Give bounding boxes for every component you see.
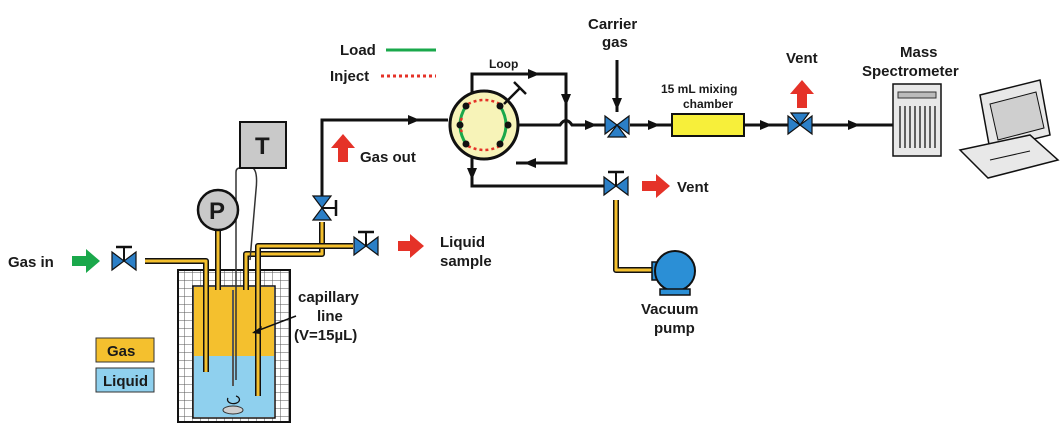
- liquid-sample-arrow: [398, 234, 424, 258]
- gas-out-valve[interactable]: [311, 194, 338, 222]
- stir-bar: [222, 405, 244, 415]
- vent-top-label: Vent: [786, 50, 818, 67]
- liquid-sample-label-1: Liquid: [440, 234, 485, 251]
- vacuum-pump-label-2: pump: [654, 320, 695, 337]
- temperature-sensor: T: [239, 121, 287, 169]
- mixing-chamber-label-1: 15 mL mixing: [661, 82, 737, 96]
- load-label: Load: [340, 42, 376, 59]
- vacuum-valve[interactable]: [602, 170, 630, 197]
- vent-mid-arrow: [642, 174, 670, 198]
- vent-mid-label: Vent: [677, 179, 709, 196]
- carrier-gas-label-2: gas: [602, 34, 628, 51]
- stir-rotation-icon: [226, 395, 241, 405]
- vacuum-pump-label-1: Vacuum: [641, 301, 699, 318]
- capillary-label-3: (V=15µL): [294, 327, 357, 344]
- temperature-label: T: [255, 133, 270, 160]
- mixing-chamber-label-2: chamber: [683, 97, 733, 111]
- gas-out-arrow: [331, 134, 355, 162]
- gas-in-label: Gas in: [8, 254, 54, 271]
- gas-in-valve[interactable]: [110, 245, 138, 272]
- gas-pipes: [145, 200, 652, 396]
- liquid-sample-valve[interactable]: [352, 230, 380, 257]
- liquid-sample-label-2: sample: [440, 253, 492, 270]
- inject-path: [467, 98, 501, 152]
- gas-out-label: Gas out: [360, 149, 416, 166]
- capillary-label-2: line: [317, 308, 343, 325]
- inject-label: Inject: [330, 68, 369, 85]
- carrier-gas-valve[interactable]: [604, 114, 630, 138]
- vacuum-pump: [651, 250, 696, 296]
- valve-mode-legend: [381, 48, 436, 78]
- mass-spectrometer-label-1: Mass: [900, 44, 938, 61]
- computer-icon: [958, 79, 1060, 179]
- gas-in-arrow: [72, 249, 100, 273]
- six-port-valve[interactable]: [448, 81, 527, 161]
- mass-spectrometer-label-2: Spectrometer: [862, 63, 959, 80]
- legend: Gas Liquid: [95, 337, 155, 393]
- pressure-label: P: [209, 198, 225, 225]
- mass-spectrometer: [892, 83, 942, 157]
- loop-label: Loop: [489, 57, 518, 71]
- legend-gas-swatch: [95, 337, 155, 363]
- mixing-chamber: [671, 113, 745, 137]
- vent-valve[interactable]: [787, 112, 813, 136]
- capillary-label-1: capillary: [298, 289, 360, 306]
- legend-liquid-swatch: [95, 367, 155, 393]
- legend-liquid-label: Liquid: [103, 373, 148, 390]
- flow-arrowheads: [408, 69, 860, 180]
- legend-gas-label: Gas: [107, 343, 135, 360]
- vent-top-arrow: [790, 80, 814, 108]
- pressure-gauge: P: [196, 188, 240, 232]
- carrier-gas-label-1: Carrier: [588, 16, 637, 33]
